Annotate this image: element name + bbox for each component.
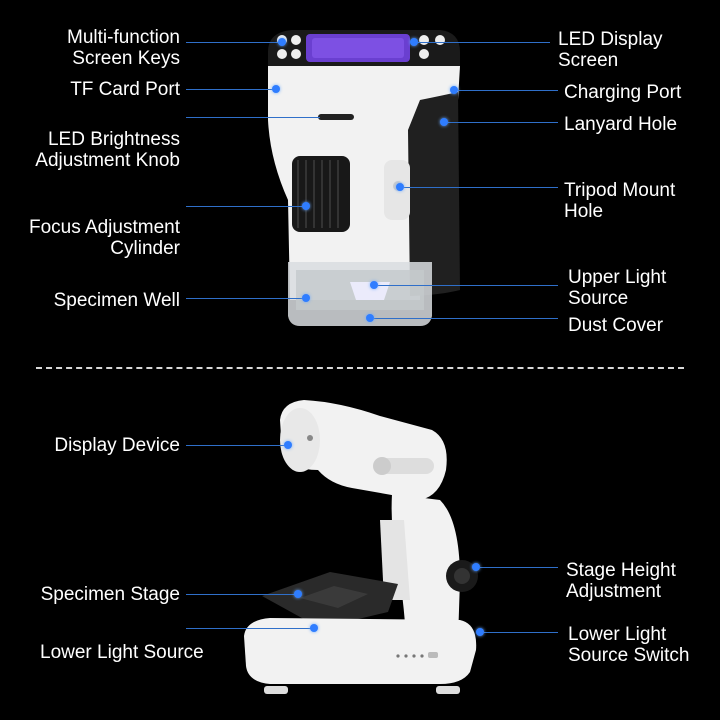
callout-dot (294, 590, 302, 598)
label-lanyard-hole: Lanyard Hole (564, 114, 678, 135)
brightness-knob-icon (318, 114, 354, 120)
label-dust-cover: Dust Cover (568, 315, 664, 336)
stand-microscope (244, 400, 478, 694)
label-tf-card-port: TF Card Port (70, 79, 180, 100)
label-charging-port: Charging Port (564, 82, 682, 103)
callout-dot (302, 294, 310, 302)
screen-key-icon (291, 35, 301, 45)
label-tripod-mount-hole: Tripod Mount Hole (564, 180, 676, 222)
section-divider (36, 367, 684, 369)
leader-line (448, 122, 558, 123)
label-multifunction-screen-keys: Multi-function Screen Keys (67, 27, 180, 69)
callout-dot (366, 314, 374, 322)
leader-line (374, 318, 558, 319)
grip (408, 92, 460, 296)
leader-line (186, 298, 306, 299)
leader-line (186, 89, 276, 90)
callout-dot (370, 281, 378, 289)
leader-line (186, 594, 296, 595)
callout-dot (472, 563, 480, 571)
label-specimen-well: Specimen Well (53, 290, 180, 311)
screen-key-icon (435, 35, 445, 45)
callout-dot (396, 183, 404, 191)
label-display-device: Display Device (54, 435, 180, 456)
label-specimen-stage: Specimen Stage (40, 584, 180, 605)
screen-key-icon (419, 35, 429, 45)
callout-dot (476, 628, 484, 636)
label-led-brightness-knob: LED Brightness Adjustment Knob (35, 129, 180, 171)
label-lower-light-source: Lower Light Source (40, 642, 204, 663)
callout-dot (302, 202, 310, 210)
callout-dot (440, 118, 448, 126)
handheld-microscope (268, 30, 460, 326)
label-stage-height-adjustment: Stage Height Adjustment (566, 560, 676, 602)
leader-line (484, 632, 558, 633)
callout-dot (410, 38, 418, 46)
leader-line (480, 567, 558, 568)
label-lower-light-source-switch: Lower Light Source Switch (568, 624, 690, 666)
callout-dot (450, 86, 458, 94)
screen-key-icon (277, 49, 287, 59)
label-focus-adjustment-cylinder: Focus Adjustment Cylinder (28, 217, 180, 259)
display-device (280, 400, 447, 500)
callout-dot (310, 624, 318, 632)
stand-base (244, 618, 477, 684)
stand-arm (391, 494, 460, 640)
leader-line (186, 42, 282, 43)
leader-line (458, 90, 558, 91)
leader-line (186, 206, 306, 207)
label-led-display-screen: LED Display Screen (558, 29, 663, 71)
leader-line (186, 117, 320, 118)
leader-line (418, 42, 550, 43)
label-upper-light-source: Upper Light Source (568, 267, 667, 309)
screen-key-icon (419, 49, 429, 59)
screen-key-icon (291, 49, 301, 59)
callout-dot (278, 38, 286, 46)
callout-dot (284, 441, 292, 449)
leader-line (186, 628, 312, 629)
callout-dot (272, 85, 280, 93)
leader-line (186, 445, 286, 446)
leader-line (378, 285, 558, 286)
leader-line (404, 187, 558, 188)
